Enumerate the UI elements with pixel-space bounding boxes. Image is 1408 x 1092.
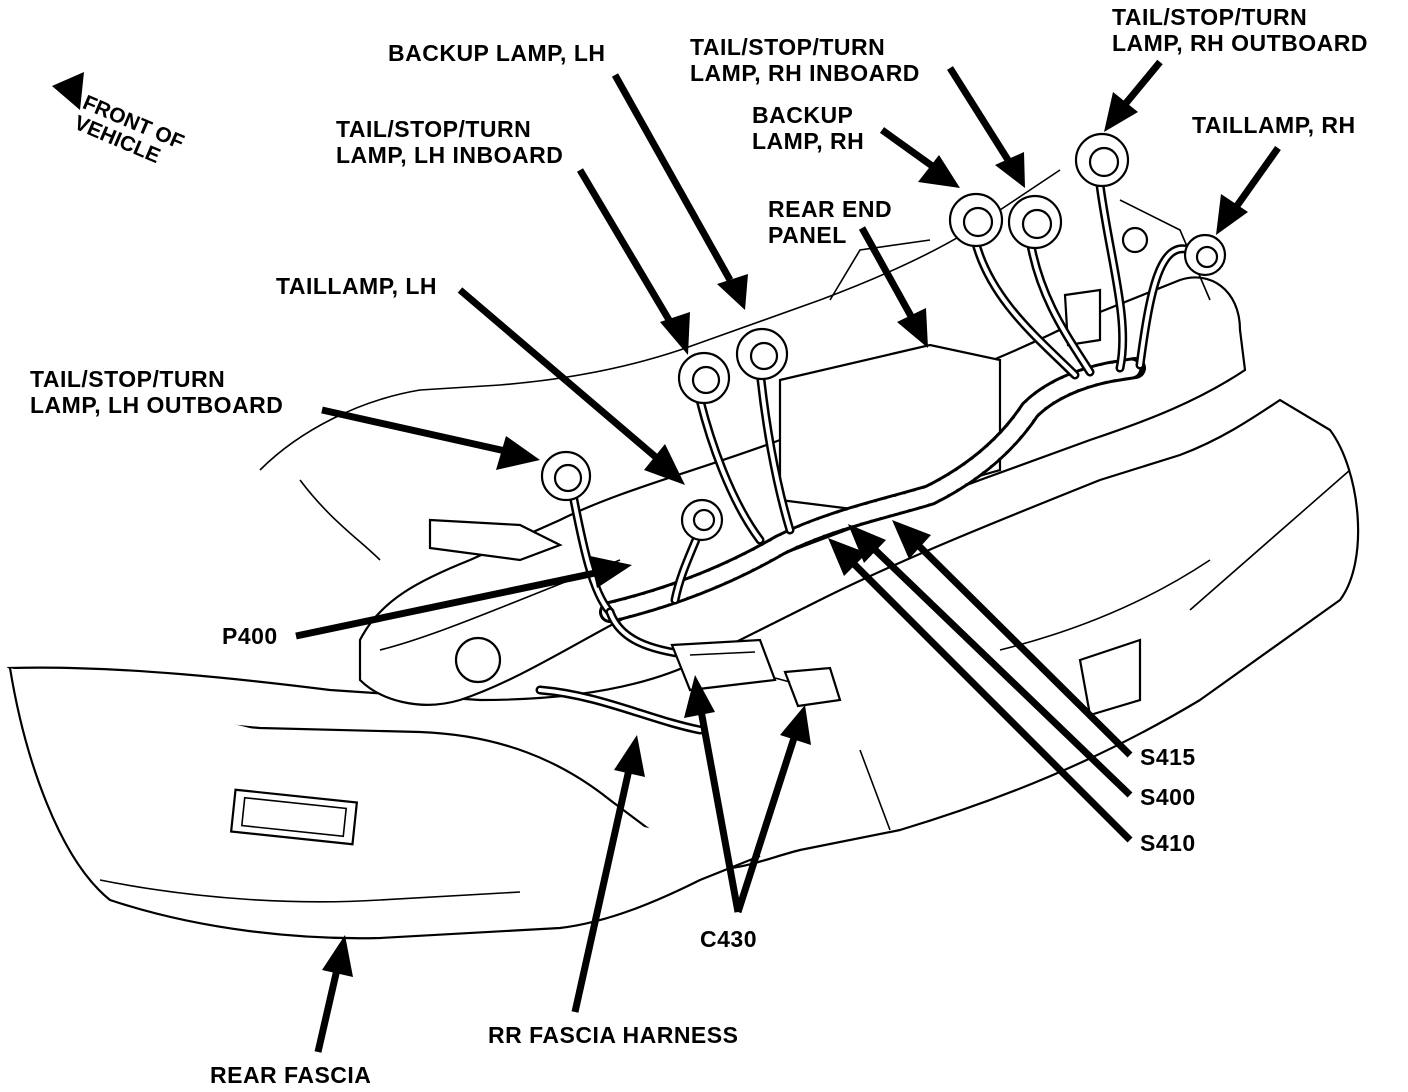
socket-tst-lh-outboard bbox=[540, 450, 592, 502]
label-p400: P400 bbox=[222, 623, 278, 649]
rear-end-panel-drawing bbox=[259, 169, 1247, 706]
socket-taillamp-lh bbox=[680, 498, 724, 542]
socket-backup-rh bbox=[948, 192, 1004, 248]
connector-c430 bbox=[670, 638, 842, 708]
label-rear-fascia: REAR FASCIA bbox=[210, 1062, 372, 1088]
socket-tst-rh-inboard bbox=[1007, 194, 1063, 250]
leader-arrows bbox=[52, 59, 1281, 1053]
socket-tst-rh-outboard bbox=[1074, 132, 1130, 188]
rear-fascia-drawing bbox=[6, 398, 1360, 940]
label-rear-end-panel: REAR END PANEL bbox=[768, 196, 893, 248]
label-backup-lamp-lh: BACKUP LAMP, LH bbox=[388, 40, 606, 66]
label-tst-lamp-rh-outboard: TAIL/STOP/TURN LAMP, RH OUTBOARD bbox=[1112, 4, 1368, 56]
front-of-vehicle-arrow bbox=[52, 72, 84, 110]
label-tst-lamp-rh-inboard: TAIL/STOP/TURN LAMP, RH INBOARD bbox=[690, 34, 920, 86]
label-s415: S415 bbox=[1140, 744, 1196, 770]
socket-backup-lh bbox=[735, 327, 789, 381]
label-tst-lamp-lh-inboard: TAIL/STOP/TURN LAMP, LH INBOARD bbox=[336, 116, 564, 168]
label-taillamp-rh: TAILLAMP, RH bbox=[1192, 112, 1356, 138]
label-s400: S400 bbox=[1140, 784, 1196, 810]
label-taillamp-lh: TAILLAMP, LH bbox=[276, 273, 438, 299]
main-harness bbox=[599, 357, 1146, 623]
lamp-sockets bbox=[540, 132, 1227, 542]
label-rr-fascia-harness: RR FASCIA HARNESS bbox=[488, 1022, 739, 1048]
label-tst-lamp-lh-outboard: TAIL/STOP/TURN LAMP, LH OUTBOARD bbox=[30, 366, 284, 418]
label-c430: C430 bbox=[700, 926, 757, 952]
socket-pigtails bbox=[535, 180, 1195, 735]
socket-tst-lh-inboard bbox=[677, 351, 731, 405]
socket-taillamp-rh bbox=[1183, 233, 1227, 277]
label-s410: S410 bbox=[1140, 830, 1196, 856]
label-backup-lamp-rh: BACKUP LAMP, RH bbox=[752, 102, 865, 154]
